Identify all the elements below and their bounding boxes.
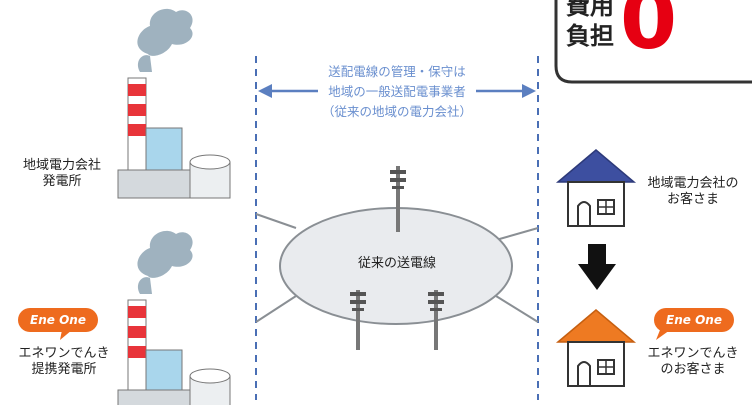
eneone-customer-house — [555, 309, 637, 387]
eneone-plant-badge: Ene One — [18, 308, 98, 332]
eneone-power-plant — [117, 230, 231, 405]
callout-line1: 費用 — [566, 0, 614, 20]
management-note: 送配電線の管理・保守は 地域の一般送配電事業者 （従来の地域の電力会社） — [300, 62, 494, 122]
management-note-line3: （従来の地域の電力会社） — [321, 104, 472, 119]
regional-plant-label-line1: 地域電力会社 — [22, 158, 101, 173]
eneone-customer-label-line1: エネワンでんき — [647, 346, 739, 361]
utility-pole-left — [350, 290, 366, 350]
regional-customer-label-line1: 地域電力会社の — [647, 176, 739, 191]
switch-arrow — [578, 244, 616, 290]
utility-pole-right — [428, 290, 444, 350]
cost-callout: 費用 負担 0 — [554, 0, 752, 84]
management-arrow — [258, 84, 536, 98]
eneone-customer-label: エネワンでんき のお客さま — [634, 346, 752, 379]
customer-badge-tail — [656, 330, 670, 340]
grid-label: 従来の送電線 — [357, 256, 436, 271]
regional-power-plant — [117, 8, 231, 199]
eneone-plant-label-line1: エネワンでんき — [18, 346, 110, 361]
grid-connections — [255, 213, 539, 323]
utility-pole-top — [390, 166, 406, 232]
eneone-plant-label: エネワンでんき 提携発電所 — [6, 346, 122, 379]
regional-customer-label: 地域電力会社の お客さま — [634, 176, 752, 209]
regional-customer-house — [555, 149, 637, 227]
management-note-line2: 地域の一般送配電事業者 — [328, 84, 466, 99]
regional-plant-label-line2: 発電所 — [42, 174, 82, 190]
regional-plant-label: 地域電力会社 発電所 — [14, 158, 110, 191]
eneone-customer-badge: Ene One — [654, 308, 734, 332]
regional-customer-label-line2: お客さま — [666, 192, 719, 208]
eneone-customer-label-line2: のお客さま — [660, 362, 726, 378]
callout-zero: 0 — [620, 0, 677, 68]
callout-line2: 負担 — [566, 22, 614, 50]
management-note-line1: 送配電線の管理・保守は — [328, 64, 466, 79]
plant-badge-tail — [60, 330, 72, 340]
eneone-plant-label-line2: 提携発電所 — [31, 362, 97, 378]
